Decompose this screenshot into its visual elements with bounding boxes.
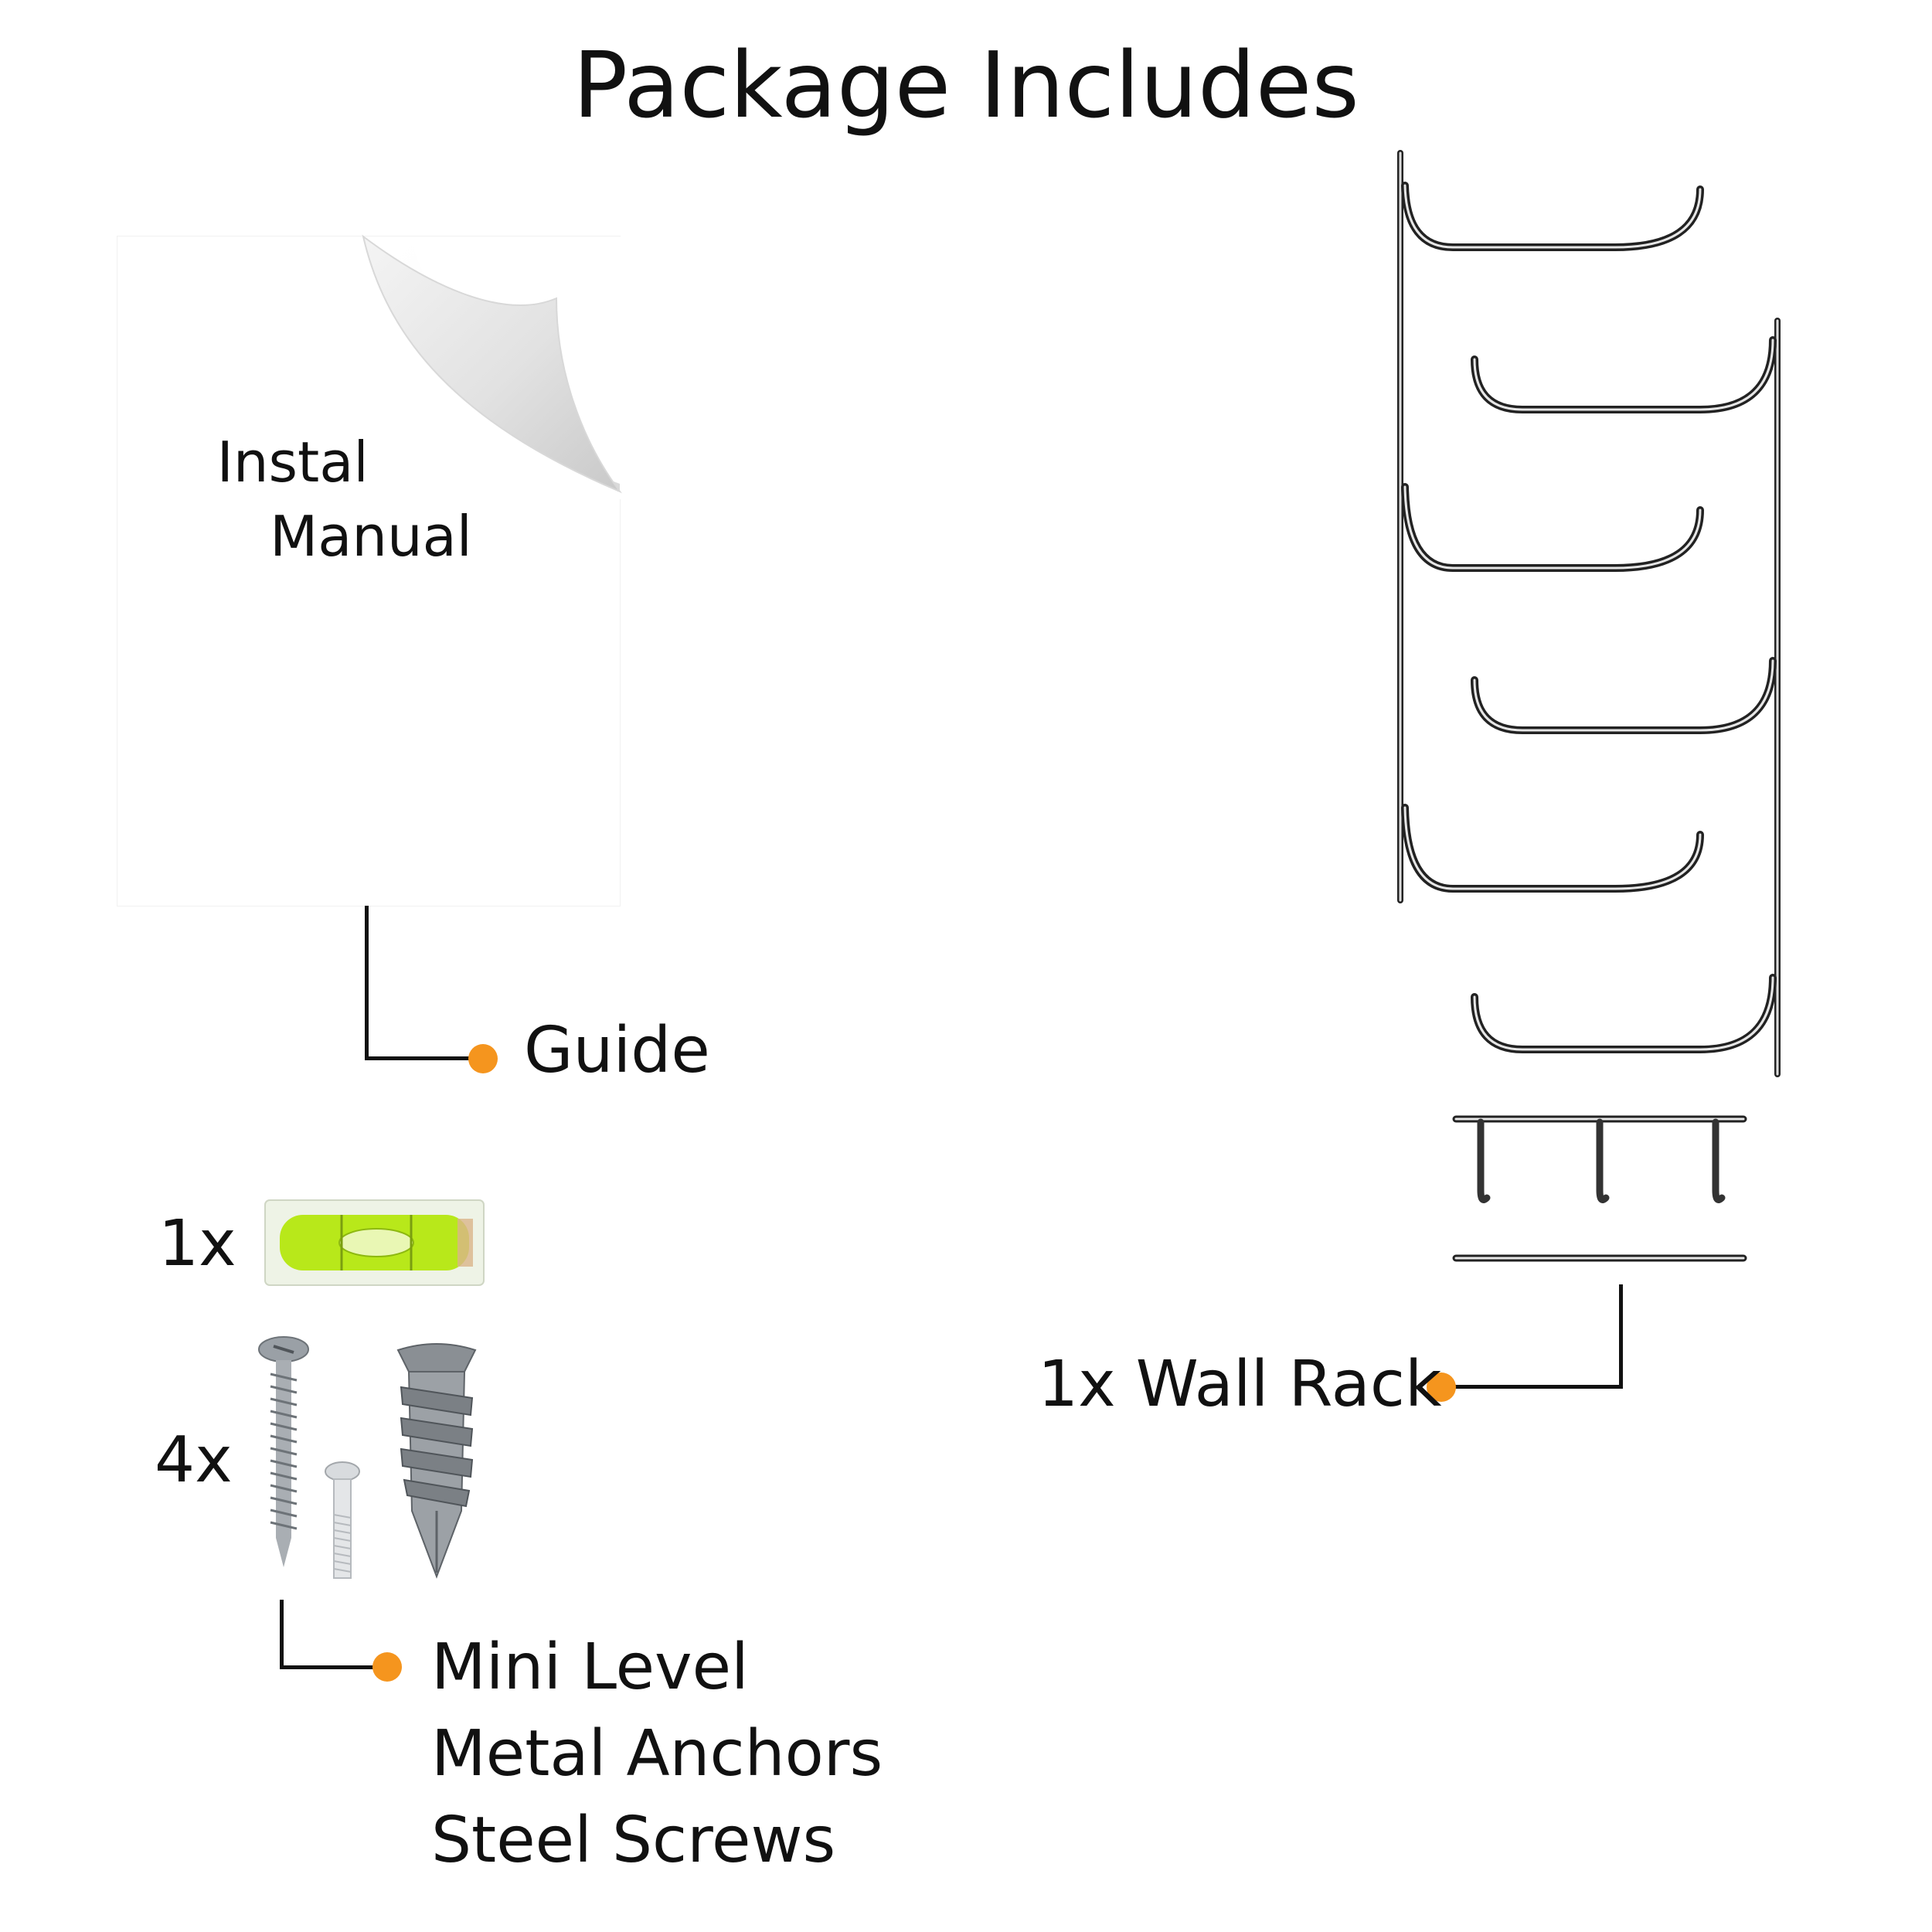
bubble-level-icon [264, 1199, 485, 1286]
guide-connector-horizontal [365, 1056, 482, 1060]
page-title: Package Includes [573, 32, 1359, 138]
hardware-item-metal-anchors: Metal Anchors [431, 1717, 883, 1791]
level-quantity: 1x [158, 1207, 236, 1281]
wall-rack-icon [1397, 150, 1781, 1077]
hardware-quantity: 4x [155, 1423, 233, 1497]
hook-rail-icon [1452, 1115, 1747, 1262]
machine-screw-icon [325, 1461, 360, 1579]
guide-label: Guide [524, 1014, 710, 1087]
rack-bullet [1427, 1372, 1456, 1402]
manual-line-2: Manual [270, 504, 472, 569]
wood-screw-icon [258, 1336, 309, 1567]
rack-connector-horizontal [1447, 1385, 1623, 1389]
hardware-item-mini-level: Mini Level [431, 1631, 749, 1704]
hardware-connector-vertical [280, 1600, 284, 1669]
page-curl-icon [362, 234, 626, 499]
hardware-item-steel-screws: Steel Screws [431, 1804, 836, 1877]
guide-connector-vertical [365, 906, 369, 1060]
drywall-anchor-icon [396, 1343, 477, 1579]
hardware-list: Mini Level Metal Anchors Steel Screws [431, 1624, 883, 1884]
hardware-bullet [372, 1652, 402, 1682]
wall-rack-label: 1x Wall Rack [1038, 1348, 1442, 1421]
rack-connector-vertical [1619, 1284, 1623, 1389]
hardware-connector-horizontal [280, 1665, 379, 1669]
guide-bullet [468, 1044, 498, 1073]
